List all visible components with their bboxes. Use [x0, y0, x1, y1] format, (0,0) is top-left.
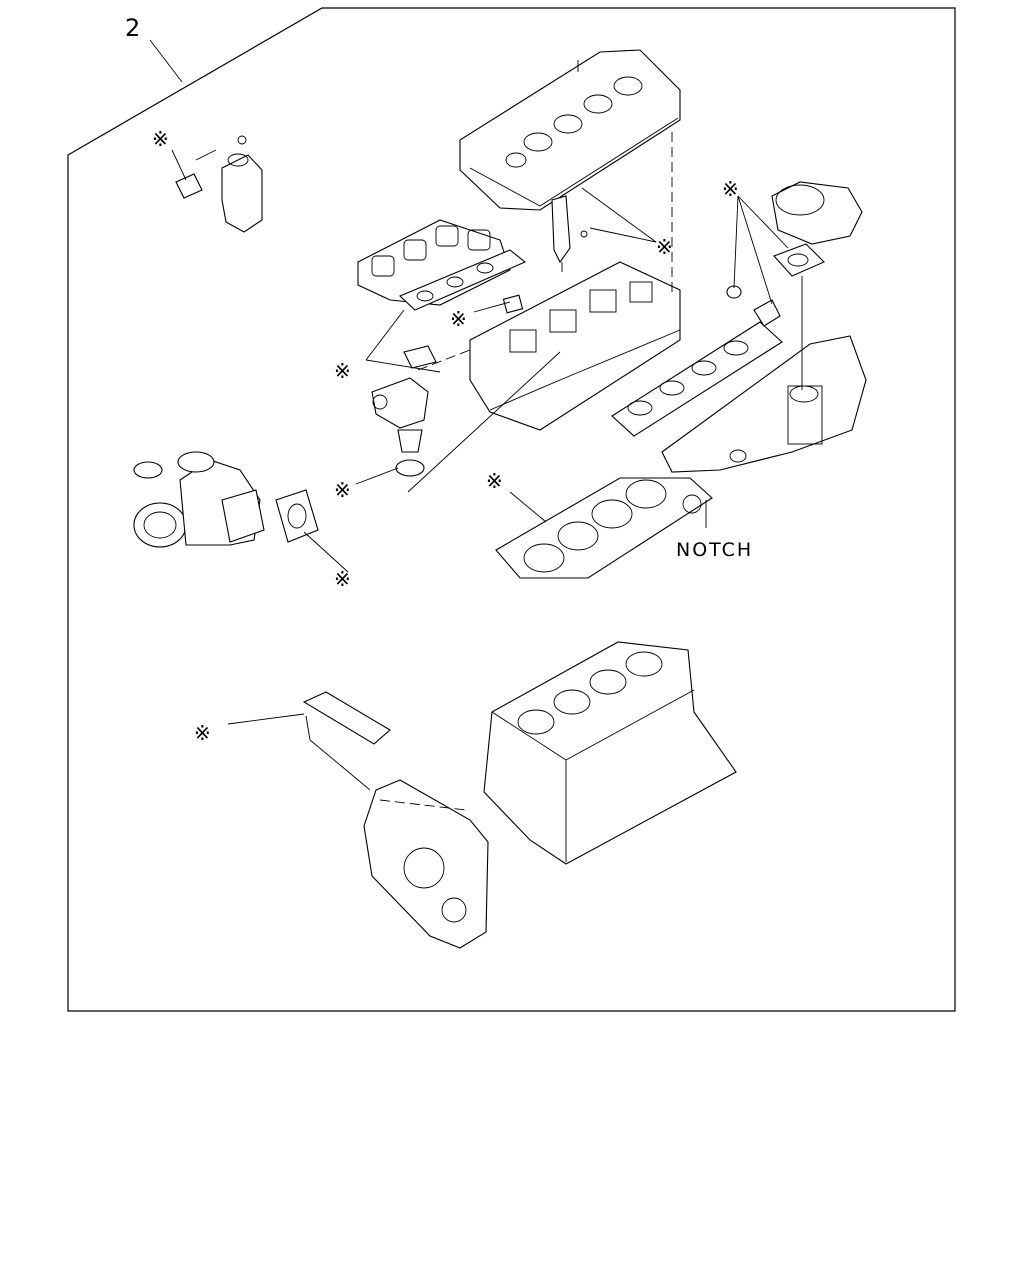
kit-frame: [67, 7, 956, 1012]
kit-symbol: ※: [722, 177, 739, 201]
kit-symbol: ※: [334, 359, 351, 383]
injector: [551, 195, 588, 272]
cylinder-head-gasket: [495, 477, 713, 579]
valve-cover: [459, 49, 681, 211]
timing-case: [363, 779, 489, 949]
kit-symbol: ※: [486, 469, 503, 493]
kit-symbol: ※: [194, 721, 211, 745]
kit-symbol: ※: [334, 478, 351, 502]
thermostat-housing: [371, 345, 437, 429]
inlet-manifold: [661, 335, 867, 473]
kit-symbol: ※: [152, 127, 169, 151]
leader-lines: [171, 132, 803, 811]
reference-number: 2: [125, 14, 140, 42]
timing-cover-gasket: [302, 691, 391, 745]
turbo-gasket: [275, 489, 319, 543]
kit-symbol: ※: [450, 307, 467, 331]
notch-label: NOTCH: [676, 539, 753, 561]
throttle-valve: [771, 181, 863, 245]
thermostat: [395, 429, 425, 477]
kit-symbols: ※ ※ ※ ※ ※ ※ ※ ※ ※: [152, 127, 739, 745]
cylinder-head: [469, 261, 681, 431]
turbocharger: [133, 451, 265, 548]
kit-symbol: ※: [334, 567, 351, 591]
kit-symbol: ※: [656, 235, 673, 259]
cylinder-block: [483, 641, 737, 865]
inlet-manifold-gasket: [611, 285, 783, 437]
egr-cooler: [175, 135, 263, 233]
throttle-gasket: [773, 243, 825, 277]
exhaust-manifold-gasket: [399, 249, 527, 311]
reference-leader: [149, 39, 183, 83]
